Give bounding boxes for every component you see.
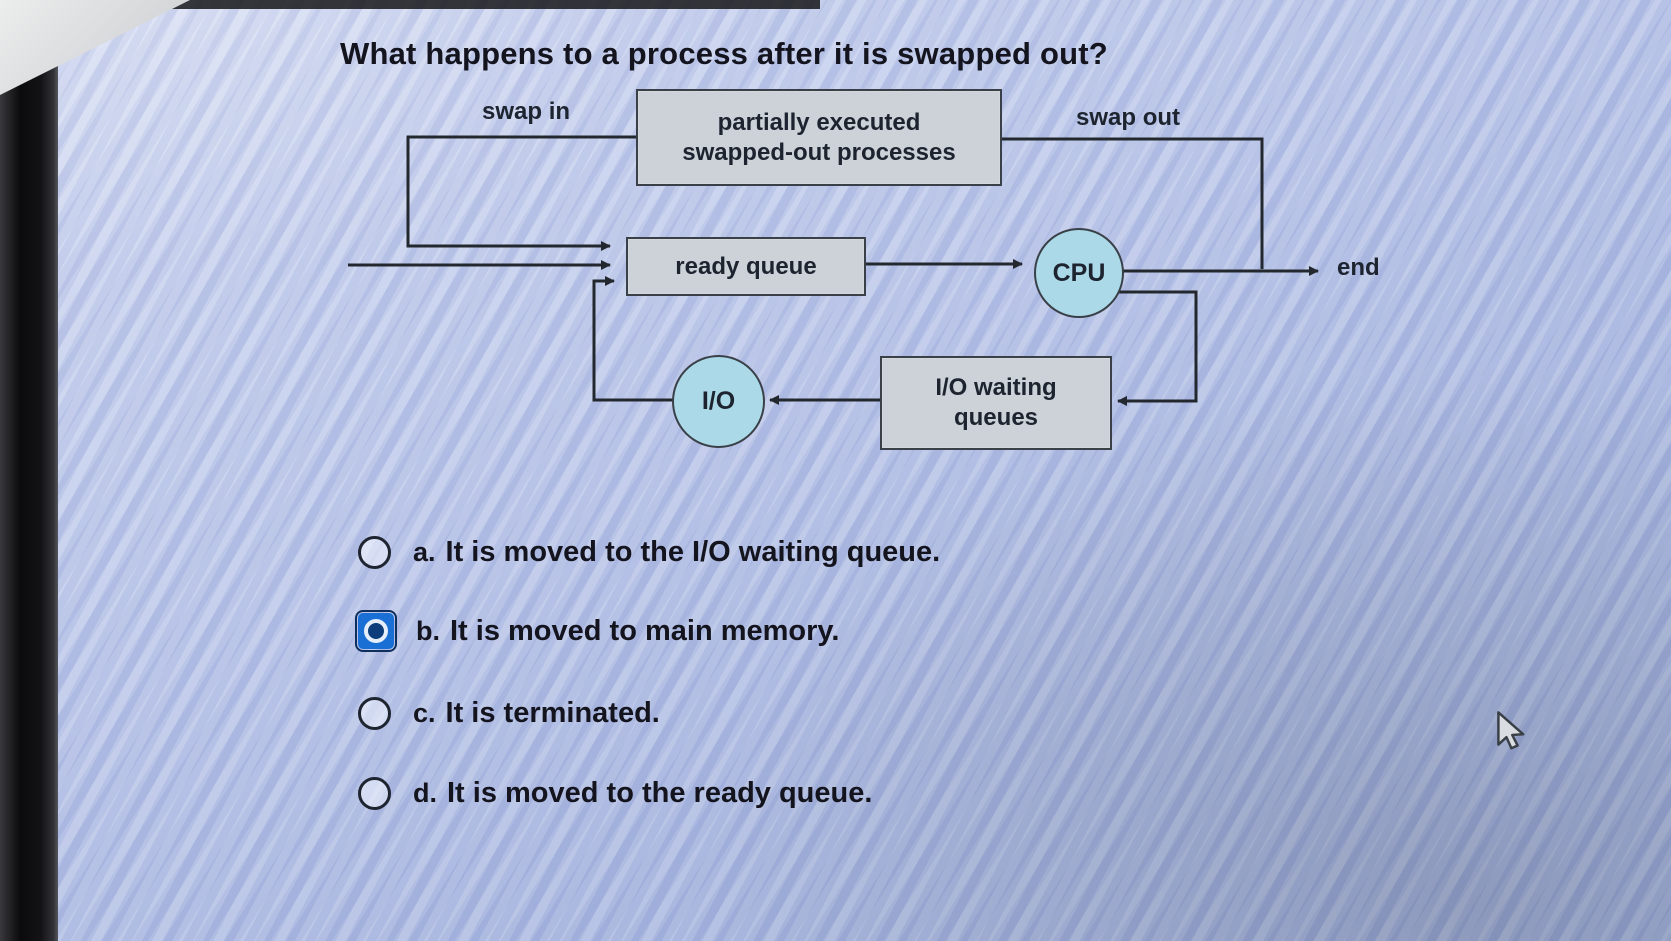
cpu-label: CPU — [1052, 258, 1106, 287]
cpu-to-iowait-path — [1114, 290, 1198, 406]
option-row-c[interactable]: c. It is terminated. — [358, 697, 660, 730]
cpu-node: CPU — [1034, 228, 1124, 318]
question-title: What happens to a process after it is sw… — [340, 36, 1108, 71]
option-b-letter: b. — [416, 615, 440, 646]
option-b-text: It is moved to main memory. — [450, 614, 840, 647]
option-b-radio-dot — [364, 619, 388, 643]
swapped-out-box-line1: partially executed — [717, 108, 921, 136]
option-b-radio-selected[interactable] — [355, 610, 397, 652]
io-to-ready-path — [592, 276, 674, 402]
end-label: end — [1337, 254, 1380, 281]
swapped-out-processes-box: partially executed swapped-out processes — [636, 89, 1002, 186]
option-a-radio[interactable] — [358, 536, 391, 569]
io-waiting-line1: I/O waiting — [935, 374, 1057, 401]
ready-queue-label: ready queue — [675, 252, 817, 280]
io-waiting-queues-box: I/O waiting queues — [880, 356, 1112, 450]
swap-out-path — [998, 137, 1264, 269]
swapped-out-box-line2: swapped-out processes — [682, 138, 956, 166]
io-node: I/O — [672, 355, 765, 448]
option-d-text: It is moved to the ready queue. — [447, 777, 873, 809]
io-waiting-line2: queues — [953, 404, 1039, 431]
option-d-radio[interactable] — [358, 777, 391, 810]
screen-top-edge — [30, 0, 820, 9]
mouse-cursor-icon — [1497, 711, 1525, 750]
option-c-letter: c. — [413, 698, 436, 728]
option-row-a[interactable]: a. It is moved to the I/O waiting queue. — [358, 536, 940, 569]
option-c-text: It is terminated. — [445, 697, 660, 729]
option-row-d[interactable]: d. It is moved to the ready queue. — [358, 777, 872, 810]
swap-out-label: swap out — [1076, 104, 1181, 131]
monitor-bezel — [0, 0, 58, 941]
ready-queue-box: ready queue — [626, 237, 866, 296]
photo-corner-reflection — [0, 0, 190, 95]
option-d-letter: d. — [413, 778, 437, 808]
option-row-b[interactable]: b. It is moved to main memory. — [355, 610, 840, 652]
option-c-radio[interactable] — [358, 697, 391, 730]
swap-in-path — [406, 135, 636, 251]
swap-in-label: swap in — [482, 98, 571, 125]
option-a-letter: a. — [413, 537, 436, 567]
io-label: I/O — [701, 387, 736, 415]
option-a-text: It is moved to the I/O waiting queue. — [445, 536, 941, 568]
